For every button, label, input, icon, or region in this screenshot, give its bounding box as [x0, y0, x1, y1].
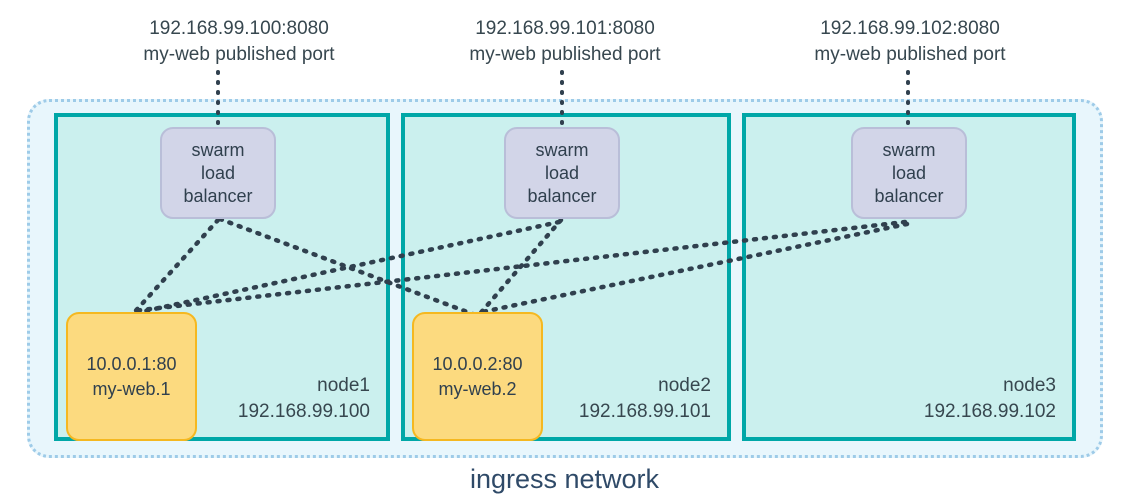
load-balancer-node3[interactable]: swarm load balancer — [851, 127, 967, 219]
published-port-address: 192.168.99.102:8080 — [820, 18, 1000, 39]
lb-line-3: balancer — [874, 185, 944, 206]
lb-line-2: load — [891, 162, 927, 183]
lb-line-2: load — [200, 162, 236, 183]
lb-line-1: swarm — [191, 139, 245, 160]
node-name: node2 — [658, 375, 711, 396]
lb-line-3: balancer — [183, 185, 253, 206]
ingress-network-label: ingress network — [469, 464, 660, 494]
node-name: node1 — [317, 375, 370, 396]
node-label-node1: node1 192.168.99.100 — [238, 373, 370, 425]
node-label-node3: node3 192.168.99.102 — [924, 373, 1056, 425]
lb-line-1: swarm — [882, 139, 936, 160]
node-ip: 192.168.99.101 — [578, 401, 711, 422]
task-address: 10.0.0.2:80 — [432, 353, 523, 374]
node-ip: 192.168.99.102 — [923, 401, 1056, 422]
load-balancer-node2[interactable]: swarm load balancer — [504, 127, 620, 219]
task-box-my-web-2[interactable]: 10.0.0.2:80 my-web.2 — [412, 312, 543, 441]
node-ip: 192.168.99.100 — [237, 401, 370, 422]
published-port-description: my-web published port — [143, 44, 335, 65]
lb-line-2: load — [544, 162, 580, 183]
task-address: 10.0.0.1:80 — [86, 353, 177, 374]
lb-line-1: swarm — [535, 139, 589, 160]
task-box-my-web-1[interactable]: 10.0.0.1:80 my-web.1 — [66, 312, 197, 441]
published-port-caption-node1: 192.168.99.100:8080 my-web published por… — [133, 16, 345, 68]
published-port-caption-node3: 192.168.99.102:8080 my-web published por… — [804, 16, 1016, 68]
load-balancer-node1[interactable]: swarm load balancer — [160, 127, 276, 219]
published-port-address: 192.168.99.101:8080 — [475, 18, 655, 39]
node-name: node3 — [1003, 375, 1056, 396]
task-name: my-web.2 — [438, 378, 517, 399]
task-name: my-web.1 — [92, 378, 171, 399]
node-label-node2: node2 192.168.99.101 — [579, 373, 711, 425]
published-port-address: 192.168.99.100:8080 — [149, 18, 329, 39]
published-port-description: my-web published port — [814, 44, 1006, 65]
published-port-caption-node2: 192.168.99.101:8080 my-web published por… — [459, 16, 671, 68]
lb-line-3: balancer — [527, 185, 597, 206]
published-port-description: my-web published port — [469, 44, 661, 65]
